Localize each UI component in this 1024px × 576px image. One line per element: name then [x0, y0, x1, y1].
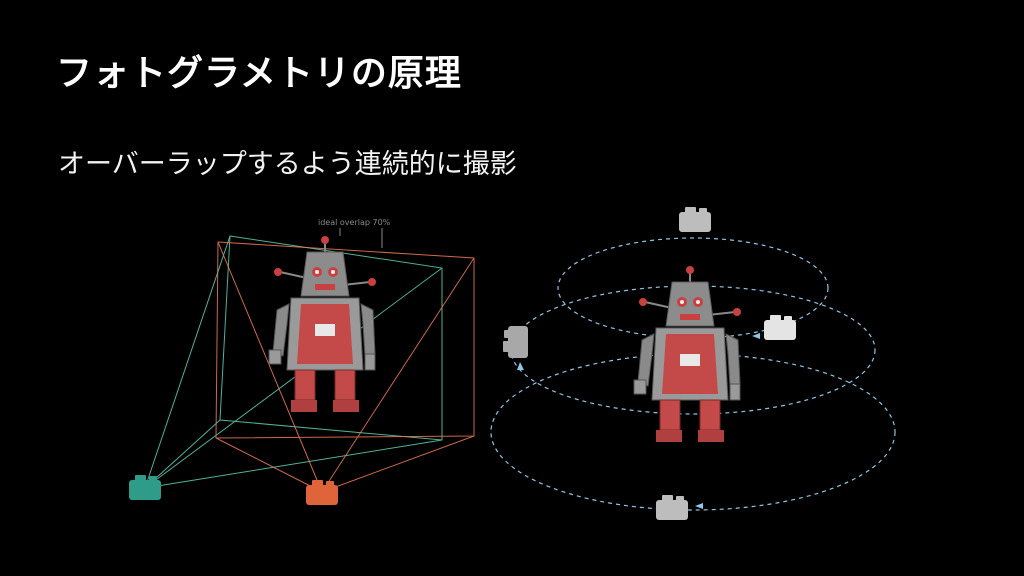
left-overlap-diagram: [129, 228, 475, 505]
camera-icon: [764, 315, 796, 340]
camera-icon: [656, 495, 688, 520]
slide-title: フォトグラメトリの原理: [56, 53, 462, 94]
overlap-label: ideal overlap 70%: [318, 218, 391, 227]
orbit-ring-bottom: [490, 353, 896, 511]
frustum-b: [215, 241, 475, 493]
robot-right: [633, 265, 742, 443]
camera-icon: [679, 207, 711, 232]
camera-icon: [129, 475, 161, 500]
camera-icon: [306, 480, 338, 505]
frustum-a: [144, 235, 443, 489]
slide-subtitle: オーバーラップするよう連続的に撮影: [58, 149, 517, 180]
robot-left: [268, 235, 377, 413]
right-orbit-diagram: [490, 207, 896, 520]
camera-icon: [503, 326, 528, 358]
